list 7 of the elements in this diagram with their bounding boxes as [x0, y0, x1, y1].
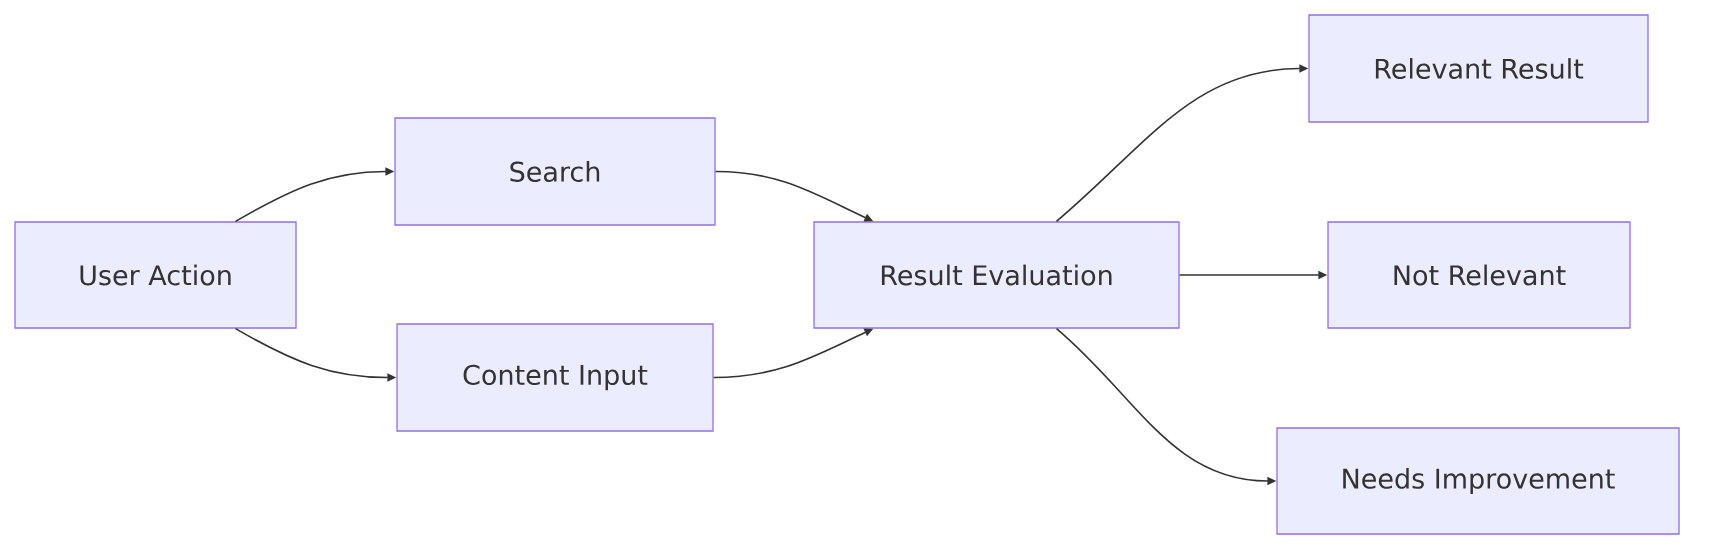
process-box: Search [394, 117, 716, 226]
process-box: Relevant Result [1308, 14, 1649, 123]
process-box: User Action [14, 221, 297, 329]
process-box: Not Relevant [1327, 221, 1631, 329]
process-box: Content Input [396, 323, 714, 432]
process-box: Needs Improvement [1276, 427, 1680, 535]
process-box: Result Evaluation [813, 221, 1180, 329]
